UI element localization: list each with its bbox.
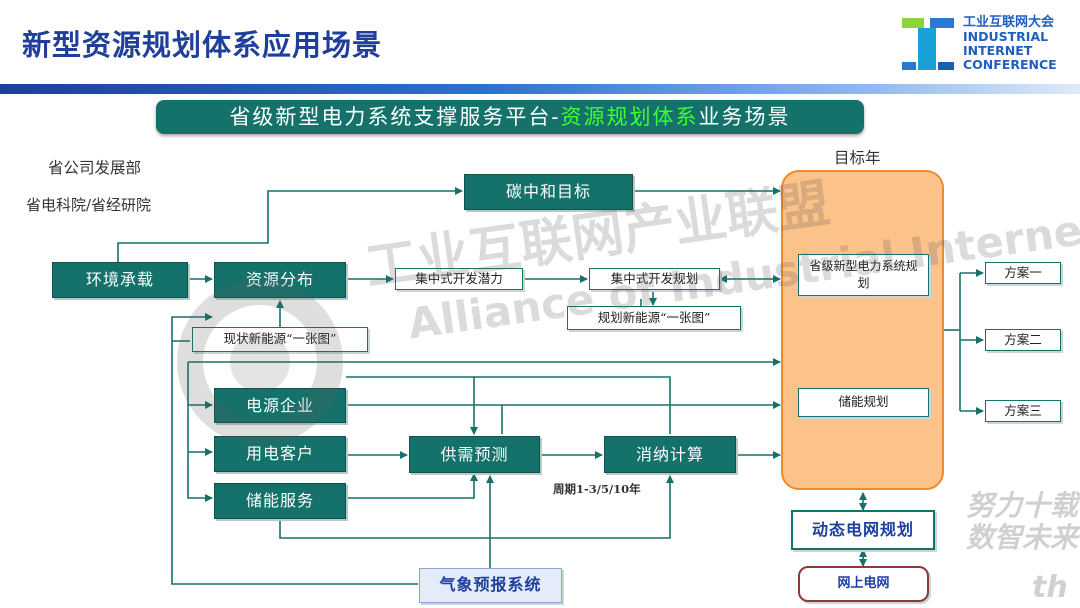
alliance-gear-watermark-icon [177, 279, 343, 445]
node-dynamic-grid-plan: 动态电网规划 [791, 510, 935, 550]
node-scheme-2: 方案二 [985, 329, 1061, 351]
node-storage-plan: 储能规划 [798, 388, 929, 417]
node-central-plan: 集中式开发规划 [589, 268, 720, 290]
logo-zh: 工业互联网大会 [963, 15, 1055, 30]
node-resource-distribution: 资源分布 [214, 262, 346, 298]
node-power-company: 电源企业 [214, 388, 346, 423]
node-scheme-1: 方案一 [985, 262, 1061, 284]
node-env-capacity: 环境承载 [52, 262, 188, 298]
conference-logo-icon [902, 18, 954, 70]
node-weather-forecast: 气象预报系统 [419, 568, 562, 603]
banner-highlight: 资源规划体系 [560, 105, 699, 129]
slogan-line-2: 数智未来 [966, 521, 1079, 554]
node-carbon-target: 碳中和目标 [464, 174, 633, 210]
node-scheme-3: 方案三 [985, 400, 1061, 422]
banner-suffix: 业务场景 [698, 105, 791, 129]
node-planned-new-energy-map: 规划新能源“一张图” [567, 306, 741, 330]
page-title: 新型资源规划体系应用场景 [22, 28, 383, 62]
cycle-label: 周期1-3/5/10年 [553, 482, 641, 496]
node-storage-service: 储能服务 [214, 483, 346, 519]
banner-prefix: 省级新型电力系统支撑服务平台- [229, 105, 561, 129]
node-absorption-calc: 消纳计算 [604, 436, 736, 473]
slogan-fragment: th [1032, 570, 1068, 605]
dept-label-1: 省公司发展部 [48, 159, 142, 177]
slogan-line-1: 努力十载 [966, 489, 1079, 522]
node-provincial-system-plan: 省级新型电力系统规划 [798, 254, 929, 296]
node-supply-forecast: 供需预测 [409, 436, 540, 473]
target-year-label: 目标年 [834, 149, 881, 167]
node-current-new-energy-map: 现状新能源“一张图” [192, 327, 368, 352]
conference-logo-text: 工业互联网大会 INDUSTRIAL INTERNET CONFERENCE [963, 16, 1057, 72]
node-power-customer: 用电客户 [214, 436, 346, 472]
dept-label-2: 省电科院/省经研院 [26, 196, 152, 214]
logo-en-3: CONFERENCE [963, 57, 1057, 72]
node-online-grid: 网上电网 [798, 566, 929, 602]
scenario-banner: 省级新型电力系统支撑服务平台-资源规划体系业务场景 [156, 100, 864, 134]
target-year-container [781, 170, 944, 490]
header-divider-bar [0, 84, 1080, 94]
logo-en-1: INDUSTRIAL [963, 29, 1049, 44]
logo-en-2: INTERNET [963, 43, 1033, 58]
node-central-potential: 集中式开发潜力 [395, 268, 523, 290]
